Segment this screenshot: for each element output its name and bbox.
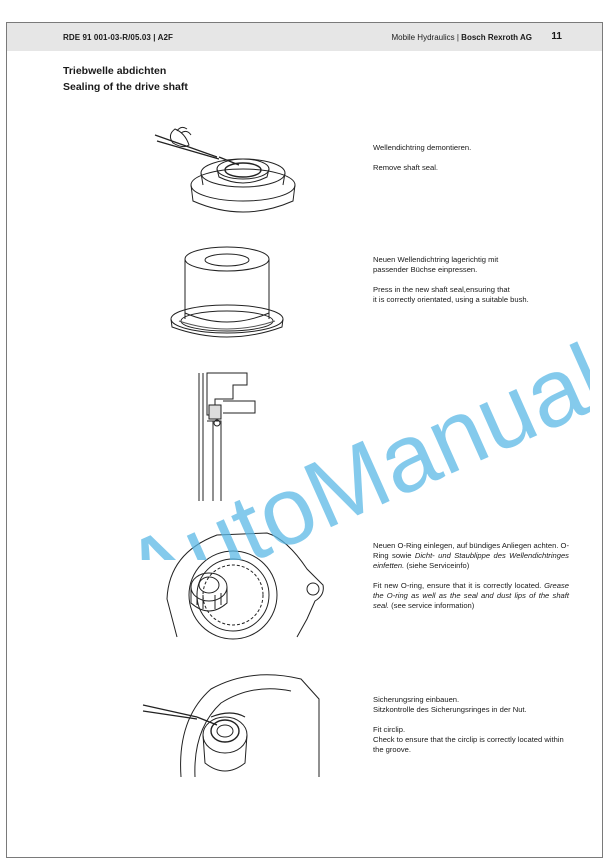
step-4-german-line-2: Sitzkontrolle des Sicherungsringes in de…: [373, 705, 527, 714]
step-2-german-line-2: passender Büchse einpressen.: [373, 265, 478, 274]
step-3-english-part-2: Grease the O-ring as well as the seal an…: [373, 581, 569, 610]
step-4-english-line-1: Fit circlip.: [373, 725, 406, 734]
step-4-english: Fit circlip.Check to ensure that the cir…: [373, 725, 569, 755]
step-2-english: Press in the new shaft seal,ensuring tha…: [373, 285, 569, 305]
manual-page: RDE 91 001-03-R/05.03 | A2F Mobile Hydra…: [6, 22, 603, 858]
o-ring-illustration: [166, 532, 324, 640]
step-3-english-part-1: Fit new O-ring, ensure that it is correc…: [373, 581, 545, 590]
header-company: Mobile Hydraulics | Bosch Rexroth AG: [392, 33, 532, 42]
press-seal-illustration: [170, 246, 284, 338]
step-3-german: Neuen O-Ring einlegen, auf bündiges Anli…: [373, 541, 569, 571]
section-title-english: Sealing of the drive shaft: [63, 81, 188, 93]
step-2-english-line-1: Press in the new shaft seal,ensuring tha…: [373, 285, 510, 294]
step-2-english-line-2: it is correctly orientated, using a suit…: [373, 295, 529, 304]
step-3-german-part-1: Neuen O-Ring einlegen, auf bündiges Anli…: [373, 541, 569, 560]
brand-label: Bosch Rexroth AG: [461, 33, 532, 42]
step-3-english: Fit new O-ring, ensure that it is correc…: [373, 581, 569, 611]
remove-shaft-seal-illustration: [154, 126, 296, 213]
section-title-german: Triebwelle abdichten: [63, 65, 167, 77]
step-3-text: Neuen O-Ring einlegen, auf bündiges Anli…: [373, 541, 569, 621]
step-3-german-part-2: Dicht- und Staublippe des Wellendichtrin…: [373, 551, 569, 570]
step-3-english-part-3: (see service information): [389, 601, 475, 610]
step-2-german-line-1: Neuen Wellendichtring lagerichtig mit: [373, 255, 499, 264]
step-4-english-line-2: Check to ensure that the circlip is corr…: [373, 735, 564, 754]
step-3-german-part-3: (siehe Serviceinfo): [404, 561, 470, 570]
step-4-text: Sicherungsring einbauen.Sitzkontrolle de…: [373, 695, 569, 765]
document-reference: RDE 91 001-03-R/05.03 | A2F: [63, 33, 174, 42]
step-4-german-line-1: Sicherungsring einbauen.: [373, 695, 460, 704]
circlip-illustration: [142, 674, 320, 778]
step-4-german: Sicherungsring einbauen.Sitzkontrolle de…: [373, 695, 569, 715]
seal-cross-section-illustration: [198, 372, 256, 501]
division-label: Mobile Hydraulics |: [391, 33, 462, 42]
step-1-english: Remove shaft seal.: [373, 163, 438, 172]
page-number: 11: [551, 31, 562, 42]
step-1-text: Wellendichtring demontieren. Remove shaf…: [373, 143, 569, 183]
page-header: RDE 91 001-03-R/05.03 | A2F Mobile Hydra…: [7, 23, 602, 51]
step-1-german: Wellendichtring demontieren.: [373, 143, 472, 152]
